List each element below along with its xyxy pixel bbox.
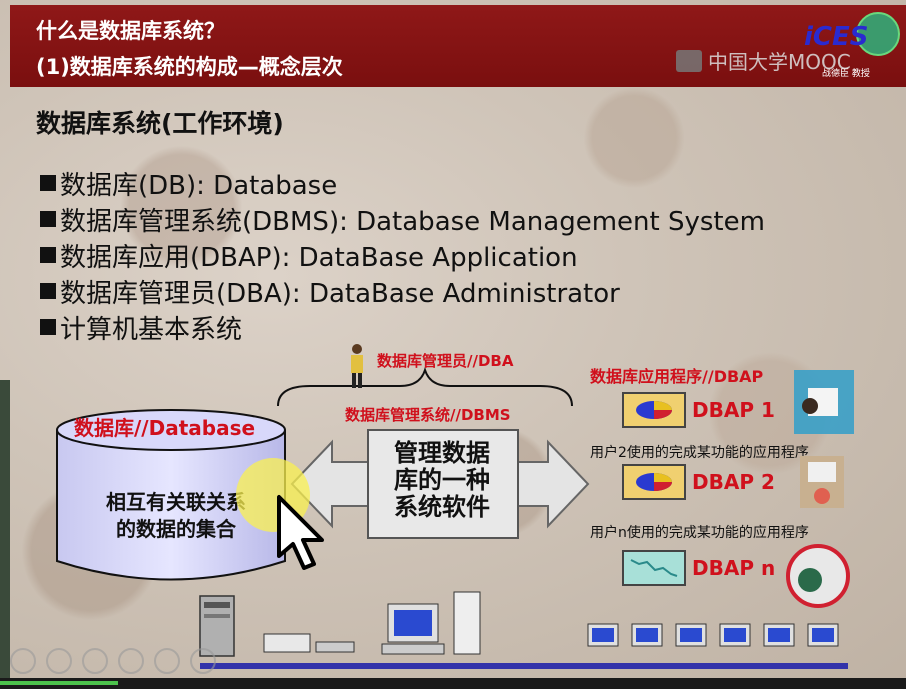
banner-title: 什么是数据库系统？ [36,19,225,43]
video-progress-bar[interactable] [0,678,906,689]
zoom-button[interactable] [154,648,180,674]
title-banner: 什么是数据库系统？ (1)数据库系统的构成—概念层次 [10,5,906,87]
line-chart-icon [630,559,678,577]
bullet-text: 数据库(DB): Database [60,170,338,201]
slides-button[interactable] [118,648,144,674]
university-seal-icon [856,12,900,56]
workstation-icon [381,591,481,655]
mooc-text: 中国大学MOOC [708,50,851,74]
database-label: 数据库//Database [74,416,256,440]
user1-illustration-icon [794,370,854,434]
dbap1-screen [622,392,686,428]
bullet-item: 数据库应用(DBAP): DataBase Application [40,237,765,273]
database-description: 相互有关联关系 的数据的集合 [86,489,266,543]
bullet-square-icon [40,283,56,299]
printer-icon [263,633,355,653]
database-description-line: 的数据的集合 [116,517,236,541]
mouse-pointer-icon [277,495,324,570]
banner-subtitle: (1)数据库系统的构成—概念层次 [36,55,343,79]
mooc-logo-icon [676,49,702,72]
ices-logo: iCES 战德臣 教授 [800,12,900,82]
more-button[interactable] [190,648,216,674]
bullet-square-icon [40,319,56,335]
server-icon [199,595,235,657]
dbms-description: 管理数据 库的一种 系统软件 [372,440,512,521]
network-bus-line [200,663,848,669]
usern-description: 用户n使用的完成某功能的应用程序 [590,525,809,541]
mooc-watermark: 中国大学MOOC [676,46,851,75]
usern-illustration-icon [786,544,850,608]
bullet-text: 数据库管理员(DBA): DataBase Administrator [60,278,620,309]
dbms-double-arrow [290,429,590,539]
logo-text: iCES [804,22,869,52]
progress-fill [0,681,118,685]
play-button[interactable] [46,648,72,674]
dbapn-label: DBAP n [692,556,776,580]
bullet-square-icon [40,211,56,227]
pie-chart-icon [636,401,672,419]
database-cylinder [56,409,286,581]
dbms-description-line: 系统软件 [394,493,490,521]
dbms-description-line: 管理数据 [394,439,490,467]
bullet-list: 数据库(DB): Database 数据库管理系统(DBMS): Databas… [40,165,765,345]
prev-button[interactable] [10,648,36,674]
pie-chart-icon [636,473,672,491]
bullet-text: 数据库管理系统(DBMS): Database Management Syste… [60,206,765,237]
pen-button[interactable] [82,648,108,674]
logo-subtitle: 战德臣 教授 [822,69,870,79]
dba-brace [277,366,573,407]
bullet-item: 数据库(DB): Database [40,165,765,201]
bullet-square-icon [40,175,56,191]
dbap1-label: DBAP 1 [692,398,775,422]
bullet-item: 数据库管理系统(DBMS): Database Management Syste… [40,201,765,237]
bullet-item: 计算机基本系统 [40,309,765,345]
dbap2-label: DBAP 2 [692,470,775,494]
client-terminals-icon [587,623,839,647]
dba-label: 数据库管理员//DBA [377,352,514,370]
user2-illustration-icon [800,456,844,508]
section-title: 数据库系统(工作环境) [36,109,284,138]
bullet-item: 数据库管理员(DBA): DataBase Administrator [40,273,765,309]
dbms-label: 数据库管理系统//DBMS [345,406,511,424]
dbap-title: 数据库应用程序//DBAP [590,367,764,386]
left-edge-bar [0,380,10,689]
dbms-description-line: 库的一种 [394,466,490,494]
dbap2-screen [622,464,686,500]
database-description-line: 相互有关联关系 [106,490,246,514]
player-controls [10,648,216,674]
dbapn-screen [622,550,686,586]
user2-description: 用户2使用的完成某功能的应用程序 [590,445,809,461]
bullet-square-icon [40,247,56,263]
dba-person-icon [351,344,363,388]
bullet-text: 数据库应用(DBAP): DataBase Application [60,242,578,273]
bullet-text: 计算机基本系统 [60,314,243,345]
